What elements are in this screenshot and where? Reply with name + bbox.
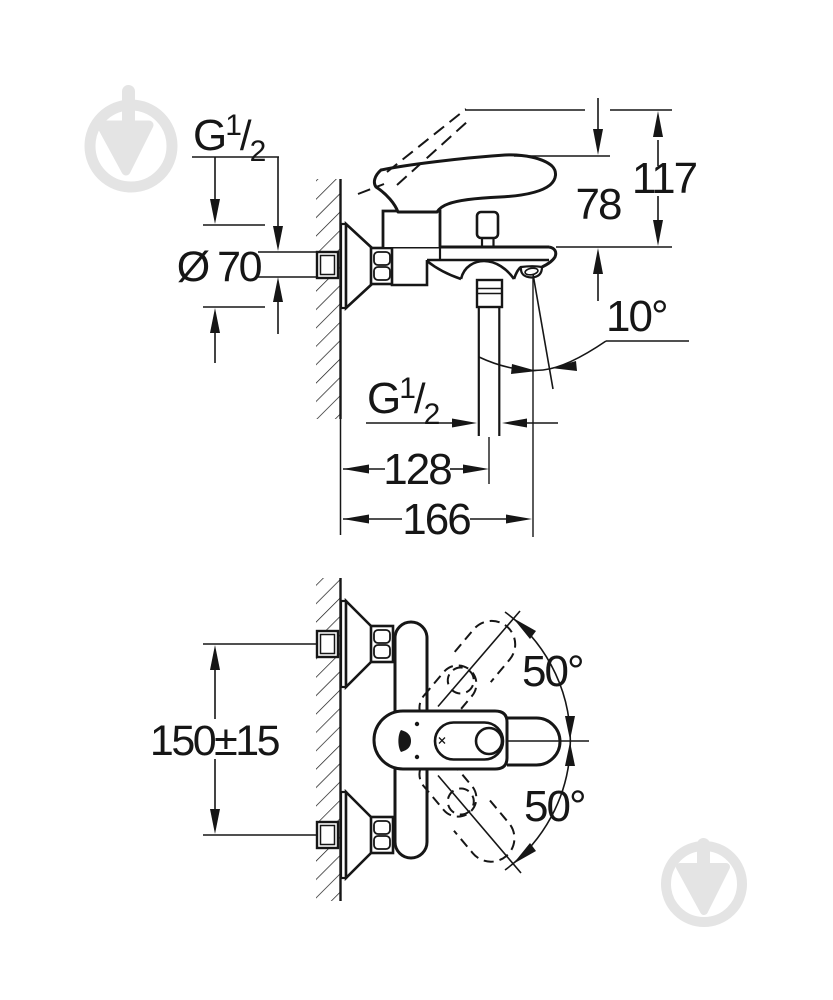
wall-hatching-plan <box>316 578 342 901</box>
side-view-dimension-arrows <box>210 111 663 524</box>
dim-label-50deg-down: 50° <box>524 782 585 831</box>
side-view: G1/2 Ø 70 78 117 10° G1/2 128 166 <box>177 98 699 544</box>
trowel-handle-shape <box>122 85 135 127</box>
lever-handle-plan <box>372 709 562 771</box>
watermark-top-left <box>84 85 178 193</box>
lever-handle-side <box>372 153 557 214</box>
wall-union-fitting <box>315 250 340 280</box>
plan-view-dimension-arrows <box>210 618 575 864</box>
dim-label-shower-thread: G1/2 <box>367 372 440 431</box>
union-nut-side <box>369 246 395 286</box>
shower-hose <box>477 307 501 436</box>
trowel-handle-shape <box>697 838 710 871</box>
dim-label-50deg-up: 50° <box>522 647 583 696</box>
dim-label-117: 117 <box>632 154 697 203</box>
trowel-blade-shape <box>96 120 154 176</box>
watermark-bottom-right <box>661 838 747 927</box>
side-view-dimension-lines <box>192 98 689 537</box>
trowel-blade-shape <box>676 863 730 915</box>
dim-label-wall-thread: G1/2 <box>193 109 266 168</box>
wall-union-lower <box>315 820 340 850</box>
shower-outlet-dome <box>459 259 516 280</box>
faucet-body-side <box>390 245 558 287</box>
dim-label-78: 78 <box>576 180 621 229</box>
diverter-knob <box>475 210 500 247</box>
plan-view: 150±15 50° 50° <box>150 578 589 901</box>
cartridge-housing <box>381 209 442 247</box>
wall-hatching-side <box>316 179 342 535</box>
escutcheon-lower-plan <box>339 788 395 882</box>
plan-view-dimension-lines <box>203 610 589 874</box>
dim-label-166: 166 <box>402 495 470 544</box>
wall-union-upper <box>315 629 340 659</box>
dim-label-escutcheon-diameter: Ø 70 <box>177 243 262 291</box>
dim-label-10deg: 10° <box>606 292 667 341</box>
lever-raised-position-dashed <box>357 108 469 195</box>
shower-hose-connector <box>475 278 504 309</box>
escutcheon-side <box>339 221 374 311</box>
dim-label-150: 150±15 <box>150 717 280 765</box>
dim-label-128: 128 <box>383 445 451 494</box>
escutcheon-upper-plan <box>339 597 395 691</box>
